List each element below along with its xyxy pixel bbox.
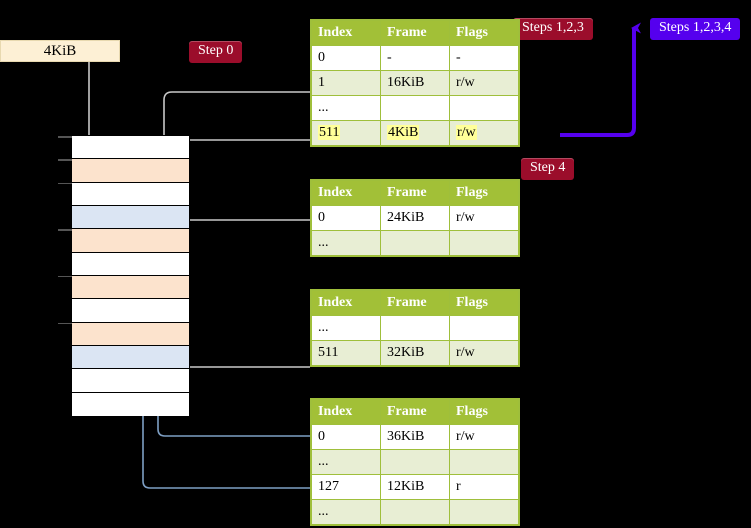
table-cell: [380, 315, 450, 341]
table-cell: [380, 95, 450, 121]
memory-frame-row: [58, 159, 189, 183]
table-cell: r: [449, 474, 519, 500]
table-row: ...: [311, 230, 519, 256]
memory-frame-row: [72, 392, 189, 416]
column-header-flags: Flags: [449, 399, 519, 425]
table-cell: 36KiB: [380, 424, 450, 450]
column-header-frame: Frame: [380, 20, 450, 46]
table-cell: [380, 230, 450, 256]
memory-frame-row: [58, 322, 189, 346]
table-cell: ...: [311, 315, 381, 341]
memory-frame-row: [72, 369, 189, 393]
table-cell: 0: [311, 205, 381, 231]
memory-frame-row: [58, 182, 189, 206]
column-header-flags: Flags: [449, 180, 519, 206]
table-cell: ...: [311, 230, 381, 256]
memory-frame-row: [72, 299, 189, 323]
memory-tick-mark: [58, 182, 72, 185]
table-cell: 16KiB: [380, 70, 450, 96]
table-cell: 32KiB: [380, 340, 450, 366]
column-header-frame: Frame: [380, 399, 450, 425]
table-row: ...: [311, 315, 519, 341]
table-cell: [449, 230, 519, 256]
badge-step-0: Step 0: [189, 41, 243, 63]
table-cell: [449, 95, 519, 121]
table-cell: r/w: [449, 340, 519, 366]
table-cell: [380, 499, 450, 525]
table-cell: [449, 315, 519, 341]
table-cell: 4KiB: [380, 120, 450, 146]
table-cell: -: [449, 45, 519, 71]
table-cell: r/w: [449, 424, 519, 450]
table-cell: 0: [311, 424, 381, 450]
column-header-flags: Flags: [449, 290, 519, 316]
table-row: ...: [311, 95, 519, 121]
column-header-flags: Flags: [449, 20, 519, 46]
table-cell: 24KiB: [380, 205, 450, 231]
page-size-label: 4KiB: [43, 42, 77, 59]
table-cell: ...: [311, 499, 381, 525]
memory-frame-row: [72, 205, 189, 230]
memory-tick-mark: [58, 229, 72, 231]
table-cell: 127: [311, 474, 381, 500]
column-header-frame: Frame: [380, 290, 450, 316]
table-cell: 511: [311, 120, 381, 146]
memory-tick-mark: [58, 322, 72, 325]
memory-tick-mark: [58, 159, 72, 161]
column-header-index: Index: [311, 290, 381, 316]
table-row: 0--: [311, 45, 519, 71]
column-header-index: Index: [311, 180, 381, 206]
memory-tick-mark: [58, 136, 72, 138]
table-cell: ...: [311, 449, 381, 475]
badge-step-4: Step 4: [521, 158, 575, 180]
table-cell: ...: [311, 95, 381, 121]
badge-step-0-label: Step 0: [198, 43, 234, 58]
table-cell: r/w: [449, 120, 519, 146]
table-cell: -: [380, 45, 450, 71]
physical-memory-column: [58, 135, 190, 416]
table-row: ...: [311, 449, 519, 475]
badge-steps-1234-label: Steps 1,2,3,4: [659, 20, 732, 35]
memory-frame-row: [72, 252, 189, 276]
column-header-index: Index: [311, 20, 381, 46]
column-header-index: Index: [311, 399, 381, 425]
column-header-frame: Frame: [380, 180, 450, 206]
badge-steps-1234: Steps 1,2,3,4: [650, 18, 741, 40]
table-cell: 1: [311, 70, 381, 96]
badge-steps-123-label: Steps 1,2,3: [522, 20, 584, 35]
table-cell: [380, 449, 450, 475]
table-row: ...: [311, 499, 519, 525]
table-cell: 0: [311, 45, 381, 71]
table-cell: r/w: [449, 205, 519, 231]
memory-tick-mark: [58, 275, 72, 278]
table-cell: r/w: [449, 70, 519, 96]
table-cell: 511: [311, 340, 381, 366]
badge-step-4-label: Step 4: [530, 160, 566, 175]
table-cell: [449, 499, 519, 525]
table-cell: [449, 449, 519, 475]
memory-frame-row: [58, 229, 189, 253]
badge-steps-123: Steps 1,2,3: [513, 18, 593, 40]
memory-frame-row: [58, 275, 189, 300]
page-size-box: 4KiB: [0, 40, 120, 62]
memory-frame-row: [58, 136, 189, 160]
memory-frame-row: [72, 345, 189, 370]
table-cell: 12KiB: [380, 474, 450, 500]
